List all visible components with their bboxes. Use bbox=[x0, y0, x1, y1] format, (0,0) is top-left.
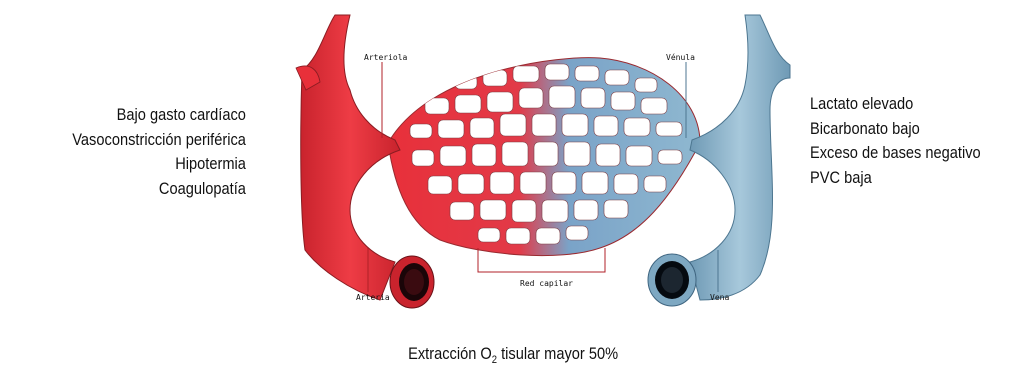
footer-caption: Extracción O2 tisular mayor 50% bbox=[0, 344, 1026, 366]
label-arteriola: Arteriola bbox=[364, 53, 408, 62]
footer-prefix: Extracción O bbox=[408, 344, 492, 363]
label-venula: Vénula bbox=[666, 52, 695, 62]
label-vena: Vena bbox=[710, 293, 729, 302]
capillary-mesh bbox=[388, 58, 700, 256]
label-arteria: Arteria bbox=[356, 293, 390, 302]
footer-suffix: tisular mayor 50% bbox=[497, 344, 618, 363]
label-red-capilar: Red capilar bbox=[520, 279, 573, 288]
